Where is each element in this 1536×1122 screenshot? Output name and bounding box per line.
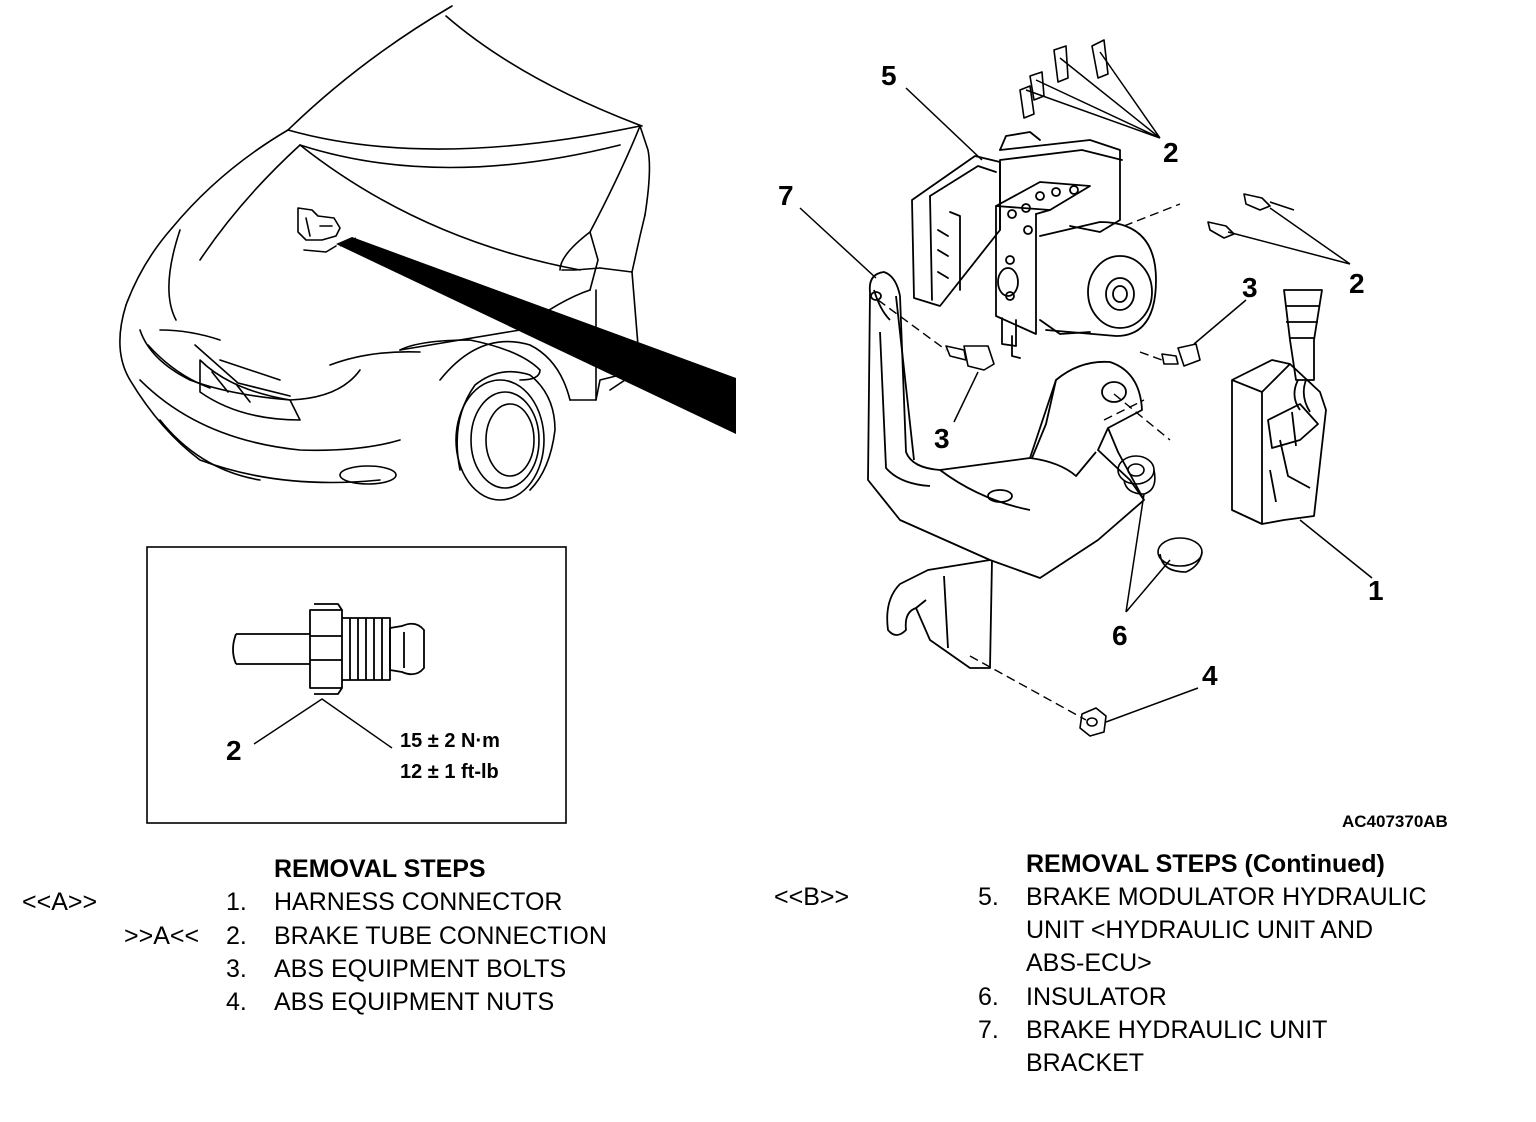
callout-2-top: 2 xyxy=(1163,137,1179,168)
assembly-lines xyxy=(877,203,1181,721)
hydraulic-unit-drawing xyxy=(911,131,1157,359)
callout-4: 4 xyxy=(1202,660,1218,691)
step-4-number: 4. xyxy=(226,988,247,1016)
step-5-number: 5. xyxy=(978,883,999,911)
inset-leaders xyxy=(253,698,393,749)
callout-leaders xyxy=(799,51,1373,723)
torque-metric: 15 ± 2 N·m xyxy=(400,730,500,752)
step-7-text-line-1: BRAKE HYDRAULIC UNIT xyxy=(1026,1016,1328,1044)
removal-steps-continued-heading: REMOVAL STEPS (Continued) xyxy=(1026,850,1385,878)
fasteners-drawing xyxy=(945,39,1295,737)
step-2-number: 2. xyxy=(226,922,247,950)
step-4-text: ABS EQUIPMENT NUTS xyxy=(274,988,555,1016)
torque-imperial: 12 ± 1 ft-lb xyxy=(400,761,499,783)
step-5-text-line-2: UNIT <HYDRAULIC UNIT AND xyxy=(1026,916,1374,944)
step-1-text: HARNESS CONNECTOR xyxy=(274,888,563,916)
callout-3-right: 3 xyxy=(1242,272,1258,303)
step-1-number: 1. xyxy=(226,888,247,916)
step-6-text: INSULATOR xyxy=(1026,983,1167,1011)
callout-6: 6 xyxy=(1112,620,1128,651)
step-6-number: 6. xyxy=(978,983,999,1011)
callout-1: 1 xyxy=(1368,575,1384,606)
step-1-tag: <<A>> xyxy=(22,888,98,916)
inset-callout-2: 2 xyxy=(226,735,242,766)
callout-2-right: 2 xyxy=(1349,268,1365,299)
step-3-number: 3. xyxy=(226,955,247,983)
callout-3-left: 3 xyxy=(934,423,950,454)
pointer-line xyxy=(339,237,357,247)
step-5-tag: <<B>> xyxy=(774,883,850,911)
figure-code: AC407370AB xyxy=(1342,812,1448,831)
step-3-text: ABS EQUIPMENT BOLTS xyxy=(274,955,567,983)
inset-frame xyxy=(146,546,567,824)
brake-tube-fitting-drawing xyxy=(232,603,425,695)
abs-ecu-drawing xyxy=(1231,289,1327,525)
step-2-text: BRAKE TUBE CONNECTION xyxy=(274,922,607,950)
bracket-drawing xyxy=(867,271,1145,669)
callout-7: 7 xyxy=(778,180,794,211)
step-5-text-line-1: BRAKE MODULATOR HYDRAULIC xyxy=(1026,883,1427,911)
callout-5: 5 xyxy=(881,60,897,91)
step-5-text-line-3: ABS-ECU> xyxy=(1026,949,1152,977)
step-2-tag: >>A<< xyxy=(124,922,200,950)
step-7-text-line-2: BRACKET xyxy=(1026,1049,1145,1077)
step-7-number: 7. xyxy=(978,1016,999,1044)
removal-steps-heading: REMOVAL STEPS xyxy=(274,855,486,883)
pointer-wedge xyxy=(336,237,736,434)
